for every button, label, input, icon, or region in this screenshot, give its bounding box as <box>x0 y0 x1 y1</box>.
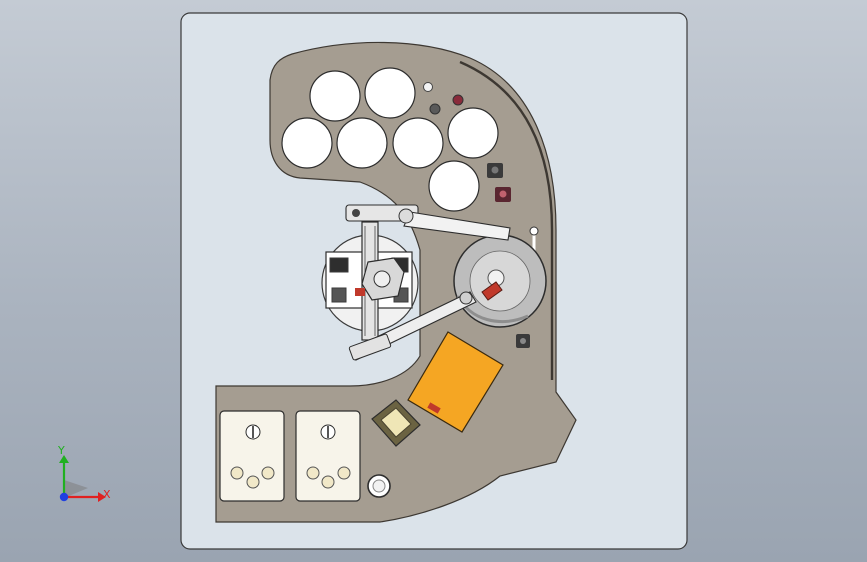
indicator-light <box>423 82 433 92</box>
dispenser-label <box>427 402 441 414</box>
vial-holder[interactable] <box>428 160 480 212</box>
vial-rack <box>281 67 499 212</box>
gripper-tip <box>355 288 365 296</box>
stop-button[interactable] <box>452 94 464 106</box>
sensor-group <box>487 163 530 348</box>
y-axis-label: Y <box>57 444 65 457</box>
x-axis-arrowhead <box>98 492 106 502</box>
upper-arm[interactable] <box>345 204 511 241</box>
z-axis-dot <box>59 492 69 502</box>
triad-plane-arc <box>64 480 88 498</box>
vial-holder[interactable] <box>281 117 333 169</box>
sensor-post-cap <box>529 226 539 236</box>
indicator-knob[interactable] <box>429 103 441 115</box>
lower-arm[interactable] <box>348 291 477 361</box>
vial-holder[interactable] <box>336 117 388 169</box>
vial-holder[interactable] <box>364 67 416 119</box>
vial-holder[interactable] <box>309 70 361 122</box>
socket-module-right[interactable] <box>295 410 361 502</box>
vial-holder[interactable] <box>447 107 499 159</box>
robot-wrist-joint <box>373 270 391 288</box>
waste-bin[interactable] <box>371 399 421 447</box>
socket-module-left[interactable] <box>219 410 285 502</box>
y-axis-arrowhead <box>59 455 69 463</box>
ring-fitting-inner <box>372 479 386 493</box>
vial-holder[interactable] <box>392 117 444 169</box>
deck-edge-rail <box>459 60 554 380</box>
orientation-triad: X Y <box>57 444 111 502</box>
gripper-end-effector[interactable] <box>481 281 503 301</box>
x-axis-label: X <box>103 488 111 501</box>
